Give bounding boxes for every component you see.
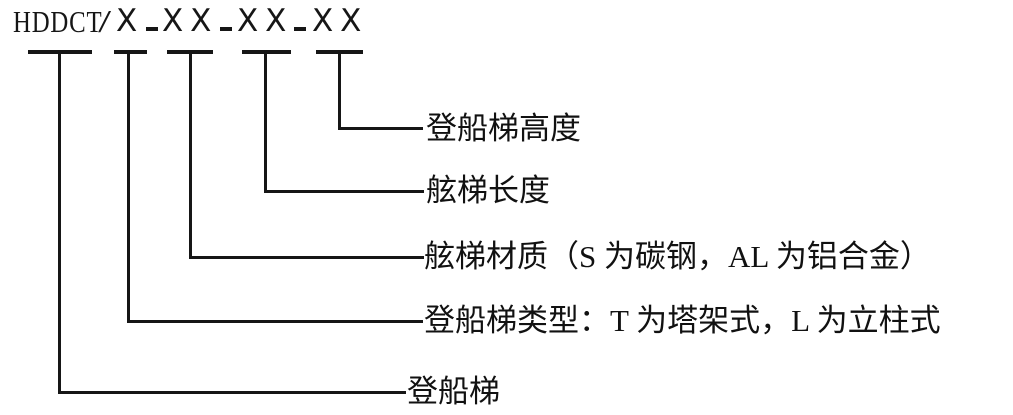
code-group-1: X xyxy=(116,3,138,39)
label-ladder-height: 登船梯高度 xyxy=(426,111,581,146)
dash-separator-icon xyxy=(294,27,306,31)
leader-stem-group-1 xyxy=(127,50,130,323)
leader-bar-group-1 xyxy=(114,50,147,54)
slash-separator: / xyxy=(100,7,109,37)
leader-stem-prefix xyxy=(58,50,61,394)
leader-connector-height xyxy=(338,127,423,130)
label-gangway-material: 舷梯材质（S 为碳钢，AL 为铝合金） xyxy=(424,239,931,274)
leader-stem-group-3 xyxy=(264,50,267,193)
leader-connector-material xyxy=(189,256,424,259)
leader-connector-type xyxy=(127,320,423,323)
code-group-2: X X xyxy=(162,3,212,39)
leader-connector-ladder xyxy=(58,391,406,394)
leader-connector-length xyxy=(264,190,424,193)
leader-stem-group-4 xyxy=(338,50,341,130)
code-group-4: X X xyxy=(312,3,362,39)
dash-separator-icon xyxy=(146,27,158,31)
code-group-3: X X xyxy=(237,3,287,39)
label-boarding-ladder: 登船梯 xyxy=(407,374,500,409)
leader-stem-group-2 xyxy=(189,50,192,259)
label-gangway-length: 舷梯长度 xyxy=(426,173,550,208)
model-prefix: HDDCT xyxy=(13,4,103,39)
label-ladder-type: 登船梯类型：T 为塔架式，L 为立柱式 xyxy=(424,303,941,338)
dash-separator-icon xyxy=(220,27,232,31)
